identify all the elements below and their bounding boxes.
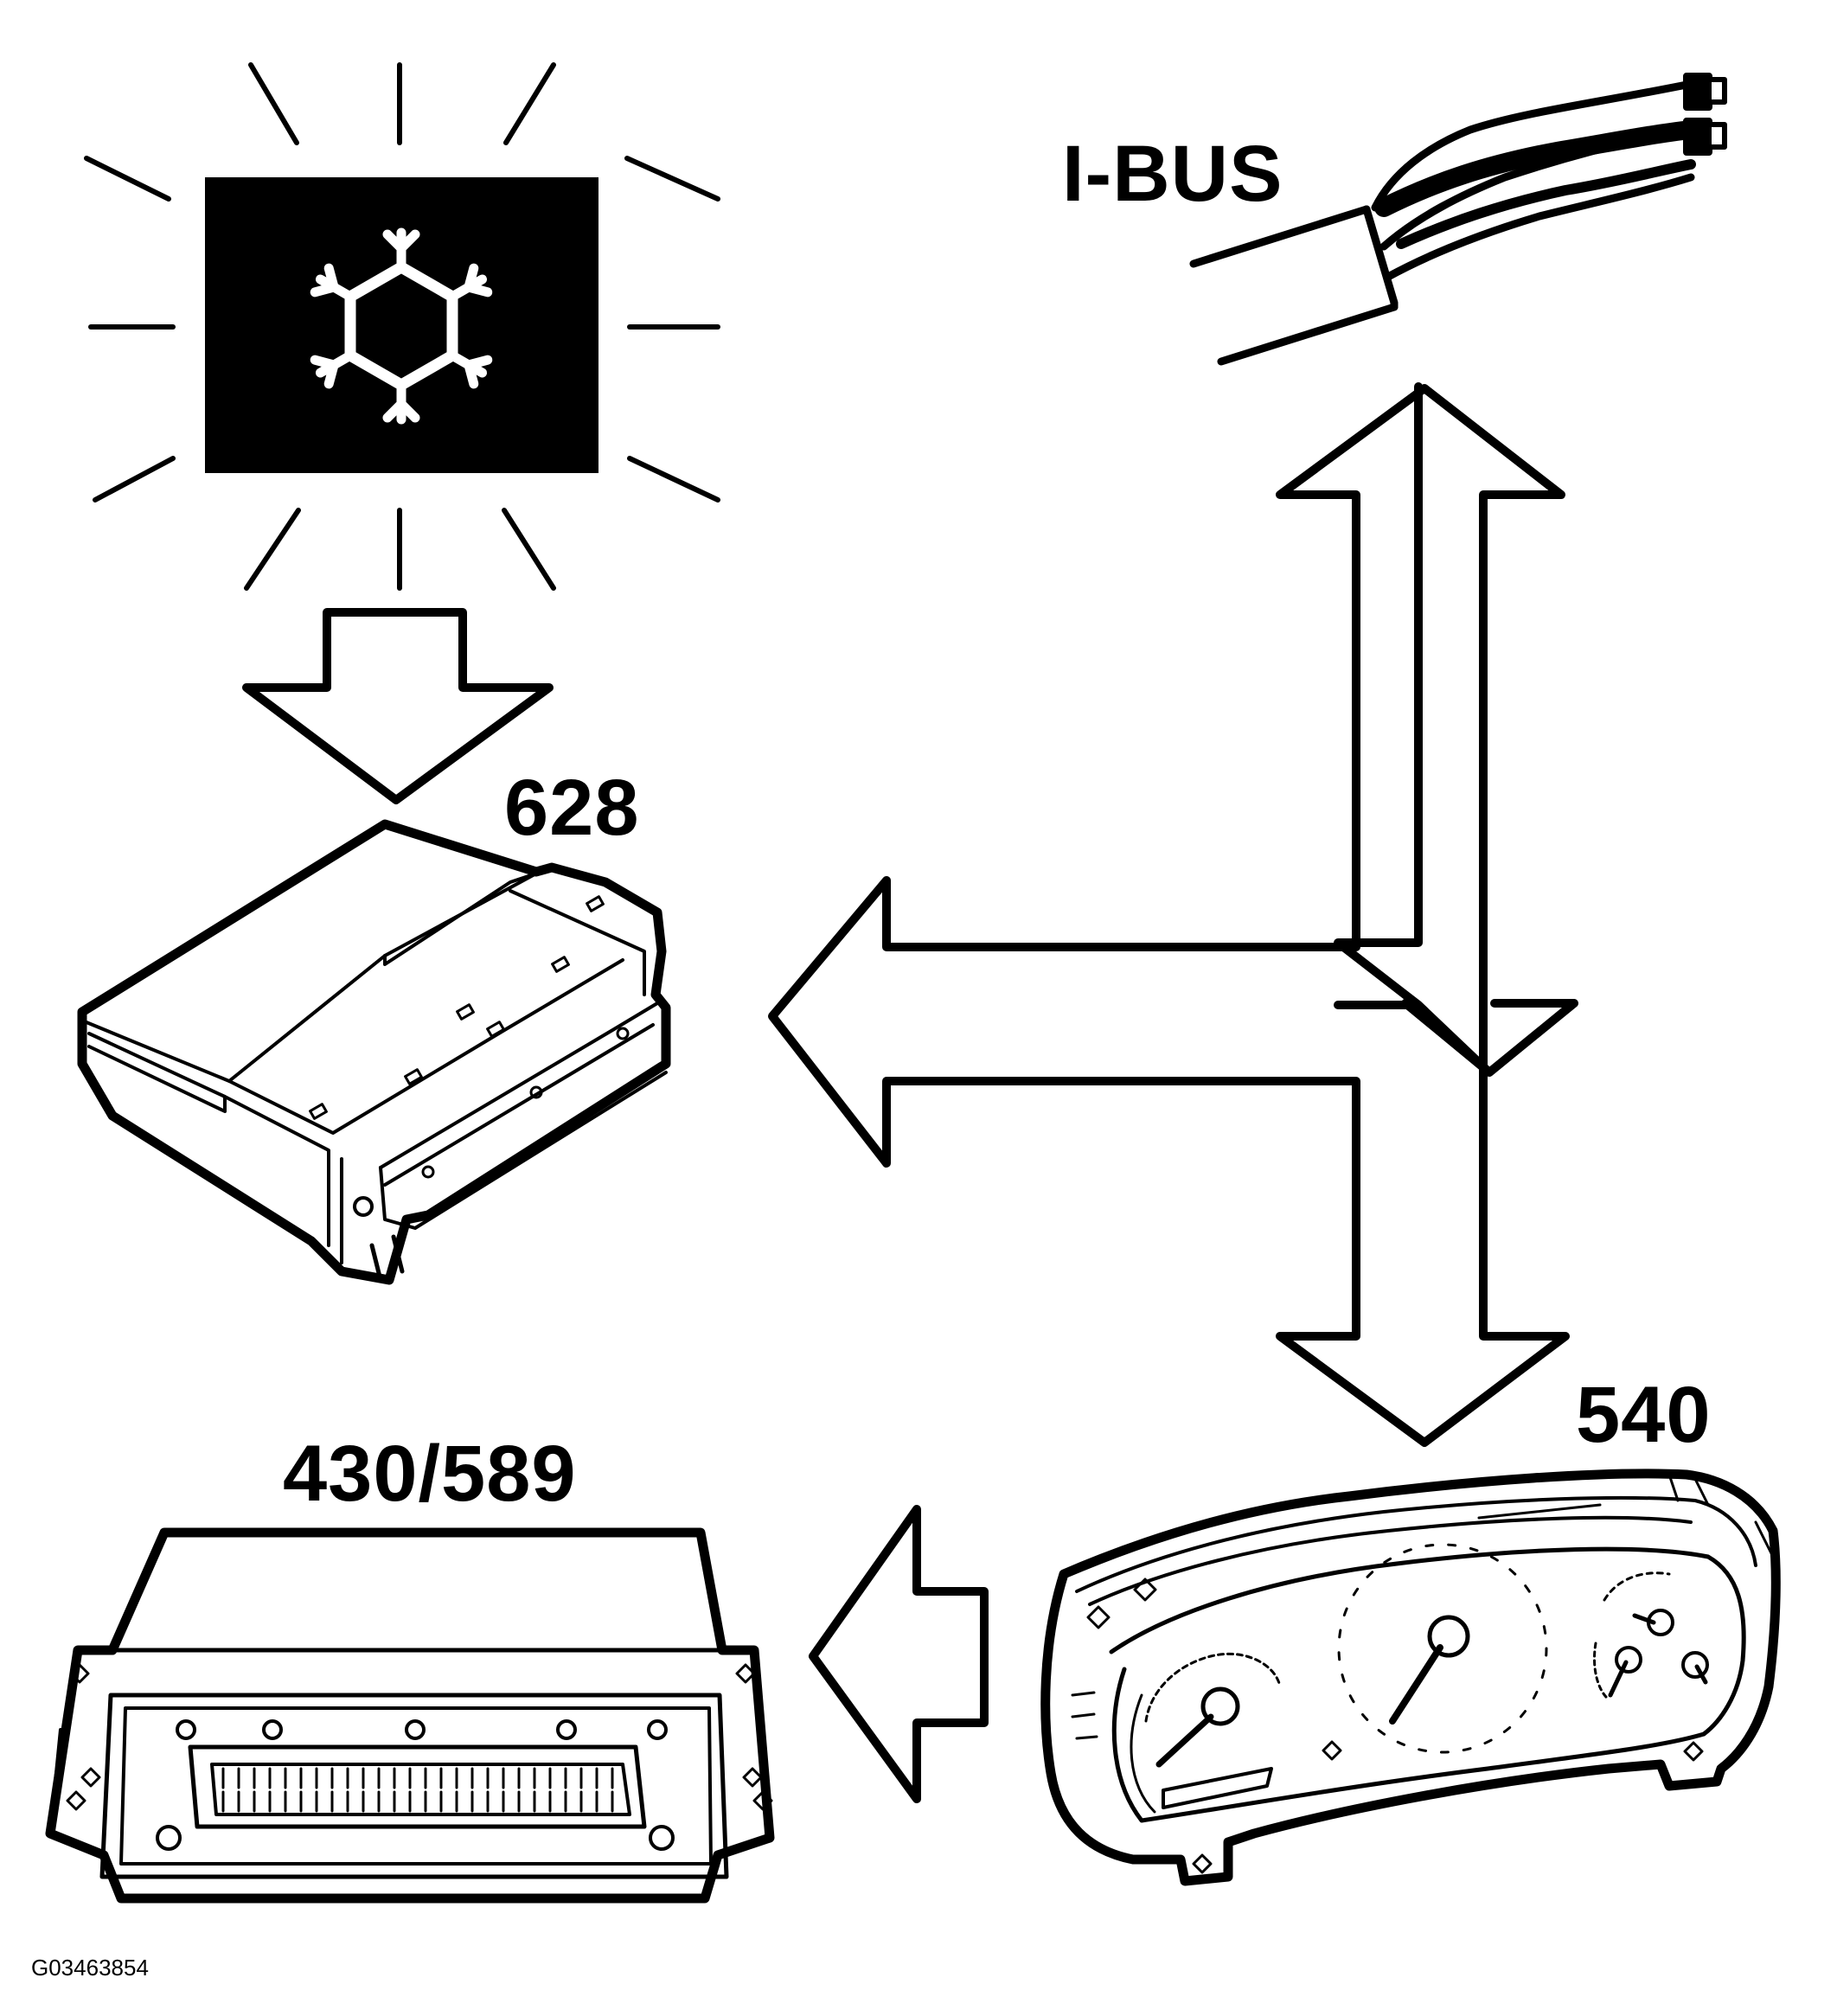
- lamp-glow-rays: [84, 62, 720, 591]
- label-module-540: 540: [1576, 1371, 1712, 1459]
- module-430-589-illustration: [45, 1527, 775, 1904]
- arrow-540-to-430-589: [809, 1505, 989, 1803]
- bus-connector-icon: [1189, 73, 1727, 366]
- arrow-lamp-to-628: [242, 608, 554, 804]
- arrow-bus-vertical: [1334, 382, 1578, 1077]
- ac-warning-lamp: [84, 62, 720, 591]
- module-540-illustration: [1040, 1469, 1781, 1886]
- module-628-illustration: [77, 819, 671, 1285]
- label-module-628: 628: [504, 764, 640, 852]
- arrow-bus-t-branch: [768, 384, 1570, 1447]
- figure-id: G03463854: [31, 1955, 149, 1981]
- lamp-panel: [205, 177, 598, 473]
- label-module-430-589: 430/589: [283, 1430, 577, 1518]
- label-ibus: I-BUS: [1062, 130, 1283, 218]
- snowflake-icon: [310, 227, 493, 425]
